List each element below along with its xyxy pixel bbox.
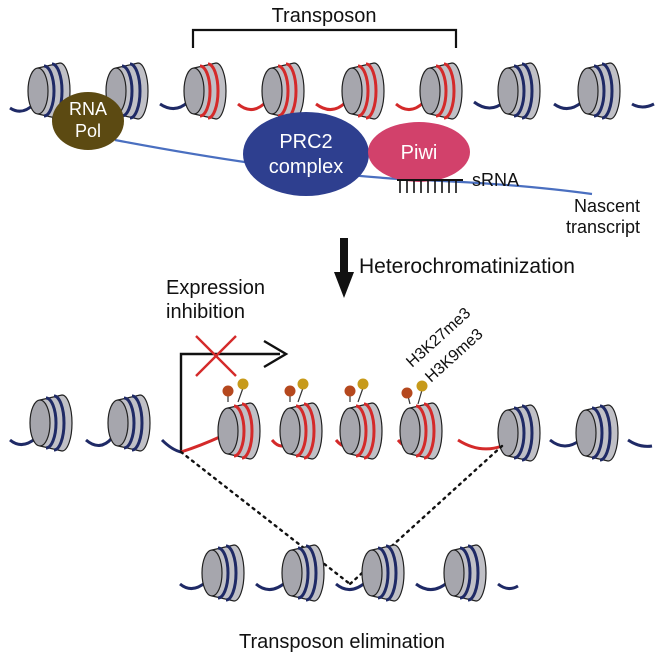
nucleosome-transposon (260, 61, 306, 121)
prc2-complex: PRC2 complex (243, 112, 369, 196)
nucleosome-transposon (418, 61, 464, 121)
down-arrow (334, 238, 354, 298)
nucleosome (496, 61, 542, 121)
rna-pol-label-line2: Pol (75, 121, 101, 141)
nucleosome (200, 543, 246, 603)
histone-mark-pair (344, 378, 369, 403)
nascent-label-line1: Nascent (574, 196, 640, 216)
elimination-label: Transposon elimination (239, 631, 445, 653)
nucleosome-transposon (182, 61, 228, 121)
histone-mark-pair (284, 378, 309, 403)
bottom-chromatin (179, 543, 519, 603)
nucleosome (574, 403, 620, 463)
prc2-label-line1: PRC2 (279, 131, 332, 153)
histone-mark-pair (401, 380, 428, 405)
heterochromatinization-label: Heterochromatinization (359, 255, 575, 278)
nucleosome (360, 543, 406, 603)
nucleosome-transposon (398, 401, 444, 461)
histone-mark-pair (222, 378, 249, 403)
piwi-label: Piwi (401, 142, 438, 164)
srna (397, 179, 463, 193)
histone-marks (222, 378, 428, 405)
nascent-label-line2: transcript (566, 217, 640, 237)
nucleosome-transposon (216, 401, 262, 461)
piwi-protein: Piwi (368, 122, 470, 182)
transposon-bracket (191, 28, 458, 48)
transposon-label: Transposon (272, 5, 377, 27)
nucleosome (106, 393, 152, 453)
rna-pol-label-line1: RNA (69, 99, 107, 119)
nucleosome (280, 543, 326, 603)
dna-strand-bottom (179, 580, 519, 591)
srna-label: sRNA (472, 170, 519, 190)
prc2-label-line2: complex (269, 156, 343, 178)
nucleosome-transposon (278, 401, 324, 461)
nucleosome (496, 403, 542, 463)
nucleosome (442, 543, 488, 603)
rna-polymerase: RNA Pol (52, 92, 124, 150)
nucleosome-transposon (338, 401, 384, 461)
nucleosome (576, 61, 622, 121)
nucleosome-transposon (340, 61, 386, 121)
inhibition-cross-icon (195, 335, 237, 377)
expression-label-line2: inhibition (166, 301, 245, 323)
promoter-arrow (179, 339, 289, 452)
lower-chromatin (9, 393, 653, 463)
expression-label-line1: Expression (166, 277, 265, 299)
nucleosome (28, 393, 74, 453)
